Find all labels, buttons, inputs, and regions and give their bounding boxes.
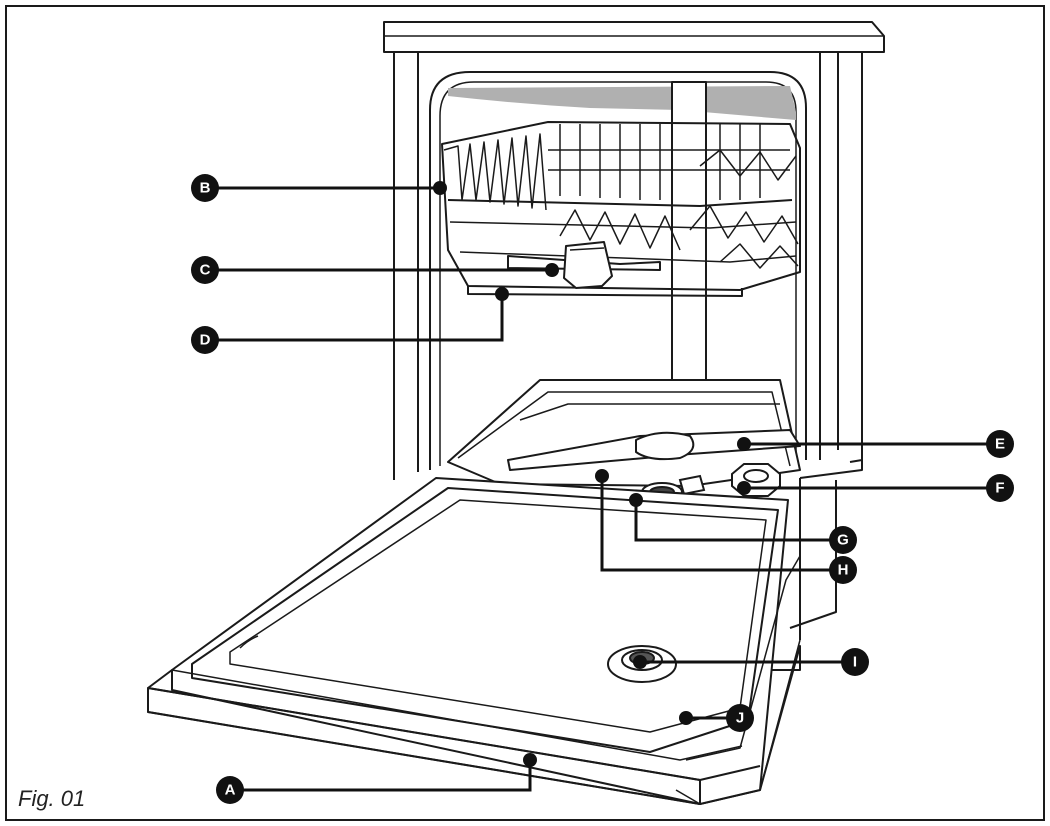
svg-text:H: H	[838, 562, 849, 579]
leader-G	[634, 500, 843, 542]
upper-basket	[441, 121, 801, 297]
svg-text:G: G	[837, 532, 849, 549]
leader-lines	[205, 186, 1000, 792]
dishwasher-cabinet	[383, 21, 885, 640]
callout-J: J	[726, 704, 754, 732]
callout-D: D	[191, 326, 219, 354]
leader-H	[600, 476, 843, 572]
tub	[429, 71, 807, 487]
leader-A	[230, 760, 532, 792]
svg-text:A: A	[225, 782, 236, 799]
tub-opening	[429, 71, 807, 470]
callout-H: H	[829, 556, 857, 584]
svg-text:J: J	[736, 710, 744, 727]
cabinet-left-wall	[393, 52, 419, 480]
leader-endpoints	[433, 181, 751, 767]
basket-rail	[467, 286, 743, 297]
callout-G: G	[829, 526, 857, 554]
svg-text:B: B	[200, 180, 211, 197]
tub-ceiling	[448, 86, 796, 120]
callout-I: I	[841, 648, 869, 676]
callout-A: A	[216, 776, 244, 804]
door	[147, 477, 801, 805]
svg-text:F: F	[995, 480, 1004, 497]
svg-text:D: D	[200, 332, 211, 349]
leader-D	[205, 294, 504, 342]
svg-text:C: C	[200, 262, 211, 279]
callout-B: B	[191, 174, 219, 202]
door-seal	[675, 555, 801, 805]
figure-caption: Fig. 01	[18, 786, 85, 811]
callout-F: F	[986, 474, 1014, 502]
svg-text:E: E	[995, 436, 1005, 453]
callout-E: E	[986, 430, 1014, 458]
callout-C: C	[191, 256, 219, 284]
worktop	[383, 21, 885, 53]
svg-text:I: I	[853, 654, 857, 671]
lower-spray-arm	[507, 429, 801, 471]
